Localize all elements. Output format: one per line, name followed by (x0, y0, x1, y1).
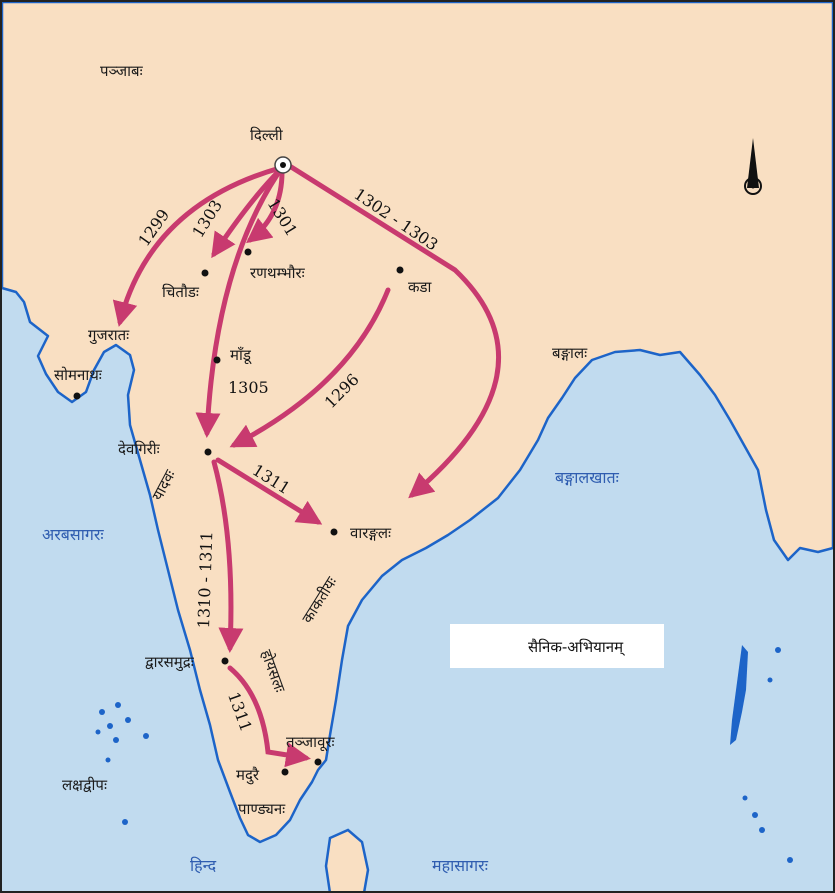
north-compass-icon (744, 138, 762, 195)
lakshadweep-islands (95, 702, 149, 825)
region-label-lakshadweep: लक्षद्वीपः (62, 776, 107, 794)
city-label-dwarasamudra: द्वारसमुद्रः (145, 653, 194, 671)
map-legend: सैनिक-अभियानम् (450, 624, 664, 668)
year-label-mandu: 1305 (228, 378, 269, 397)
region-label-punjab: पञ्जाबः (100, 62, 143, 80)
city-label-madurai: मदुरै (236, 766, 260, 784)
route-delhi-warangal (285, 162, 501, 499)
sea-label-indian-ocean-1: हिन्द (190, 856, 217, 875)
delhi-capital-marker (274, 156, 292, 174)
sea-label-arabian-sea: अरबसागरः (42, 525, 104, 544)
city-label-kada: कडा (408, 278, 432, 296)
city-label-warangal: वारङ्गलः (350, 524, 392, 542)
city-label-mandu: माँडू (230, 346, 251, 364)
dynasty-label-pandya: पाण्ड्यनः (238, 800, 286, 818)
indian-landmass (0, 0, 835, 844)
city-label-delhi: दिल्ली (250, 126, 283, 144)
city-label-gujarat: गुजरातः (88, 326, 130, 344)
city-label-ranthambhore: रणथम्भौरः (250, 264, 305, 282)
campaign-routes (112, 162, 501, 768)
route-delhi-devagiri (195, 172, 280, 438)
route-delhi-ranthambhore (246, 169, 285, 244)
city-label-somnath: सोमनाथः (54, 366, 102, 384)
route-dwarasamudra-madurai (227, 665, 311, 768)
sea-label-indian-ocean-2: महासागरः (432, 856, 488, 875)
legend-label: सैनिक-अभियानम् (528, 638, 624, 656)
region-label-bengal: बङ्गालः (552, 344, 588, 362)
route-devagiri-dwarasamudra (211, 459, 244, 653)
route-devagiri-warangal (215, 457, 323, 525)
city-label-chittor: चितौडः (162, 283, 199, 301)
route-delhi-gujarat (112, 165, 283, 327)
andaman-nicobar-islands (730, 645, 793, 863)
route-kada-devagiri (229, 287, 391, 448)
year-label-devagiri-dwarasamudra: 1310 - 1311 (194, 530, 217, 629)
city-label-devagiri: देवगिरीः (118, 440, 160, 458)
city-label-thanjavur: तञ्जावूरः (286, 733, 335, 751)
city-markers (73, 248, 404, 776)
sri-lanka (324, 828, 370, 893)
sea-label-bay-of-bengal: बङ्गालखातः (555, 468, 619, 487)
